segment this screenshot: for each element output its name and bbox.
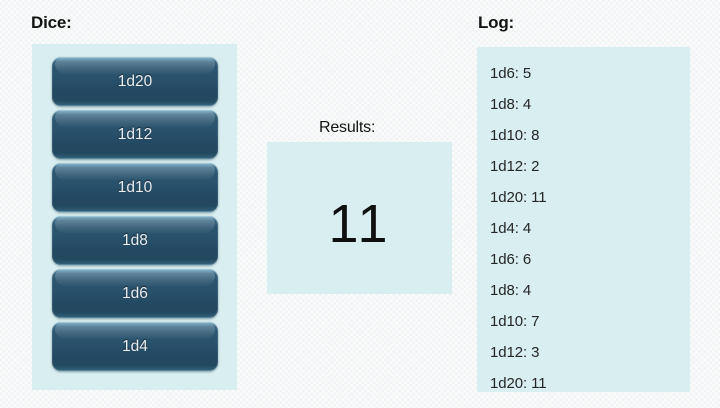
dice-button-list: 1d20 1d12 1d10 1d8 1d6 1d4 bbox=[52, 57, 218, 371]
log-entry: 1d20: 11 bbox=[490, 189, 547, 206]
log-entry: 1d8: 4 bbox=[490, 282, 532, 299]
dice-button-1d20[interactable]: 1d20 bbox=[52, 57, 218, 106]
results-panel: 11 bbox=[267, 142, 452, 294]
dice-button-1d6[interactable]: 1d6 bbox=[52, 269, 218, 318]
dice-button-1d12[interactable]: 1d12 bbox=[52, 110, 218, 159]
log-entry: 1d10: 8 bbox=[490, 127, 540, 144]
log-section-title: Log: bbox=[478, 13, 515, 32]
dice-button-label: 1d4 bbox=[122, 337, 148, 355]
dice-button-label: 1d12 bbox=[117, 125, 153, 143]
log-entry: 1d20: 11 bbox=[490, 375, 547, 392]
log-panel[interactable]: 1d6: 5 1d8: 4 1d10: 8 1d12: 2 1d20: 11 1… bbox=[477, 47, 690, 392]
log-entry: 1d6: 6 bbox=[490, 251, 532, 268]
dice-button-1d10[interactable]: 1d10 bbox=[52, 163, 218, 212]
dice-button-label: 1d6 bbox=[122, 284, 148, 302]
log-entry: 1d12: 3 bbox=[490, 344, 540, 361]
log-entry: 1d10: 7 bbox=[490, 313, 540, 330]
log-entry: 1d12: 2 bbox=[490, 158, 540, 175]
results-value: 11 bbox=[328, 194, 391, 254]
dice-button-label: 1d10 bbox=[117, 178, 153, 196]
dice-button-label: 1d20 bbox=[117, 72, 153, 90]
log-entry: 1d6: 5 bbox=[490, 65, 532, 82]
dice-section-title: Dice: bbox=[31, 13, 72, 32]
dice-button-label: 1d8 bbox=[122, 231, 148, 249]
results-section-title: Results: bbox=[319, 119, 376, 136]
dice-button-1d4[interactable]: 1d4 bbox=[52, 322, 218, 371]
log-entry: 1d8: 4 bbox=[490, 96, 532, 113]
dice-panel: 1d20 1d12 1d10 1d8 1d6 1d4 bbox=[32, 44, 237, 390]
log-entry-list: 1d6: 5 1d8: 4 1d10: 8 1d12: 2 1d20: 11 1… bbox=[490, 58, 684, 399]
dice-button-1d8[interactable]: 1d8 bbox=[52, 216, 218, 265]
log-entry: 1d4: 4 bbox=[490, 220, 532, 237]
